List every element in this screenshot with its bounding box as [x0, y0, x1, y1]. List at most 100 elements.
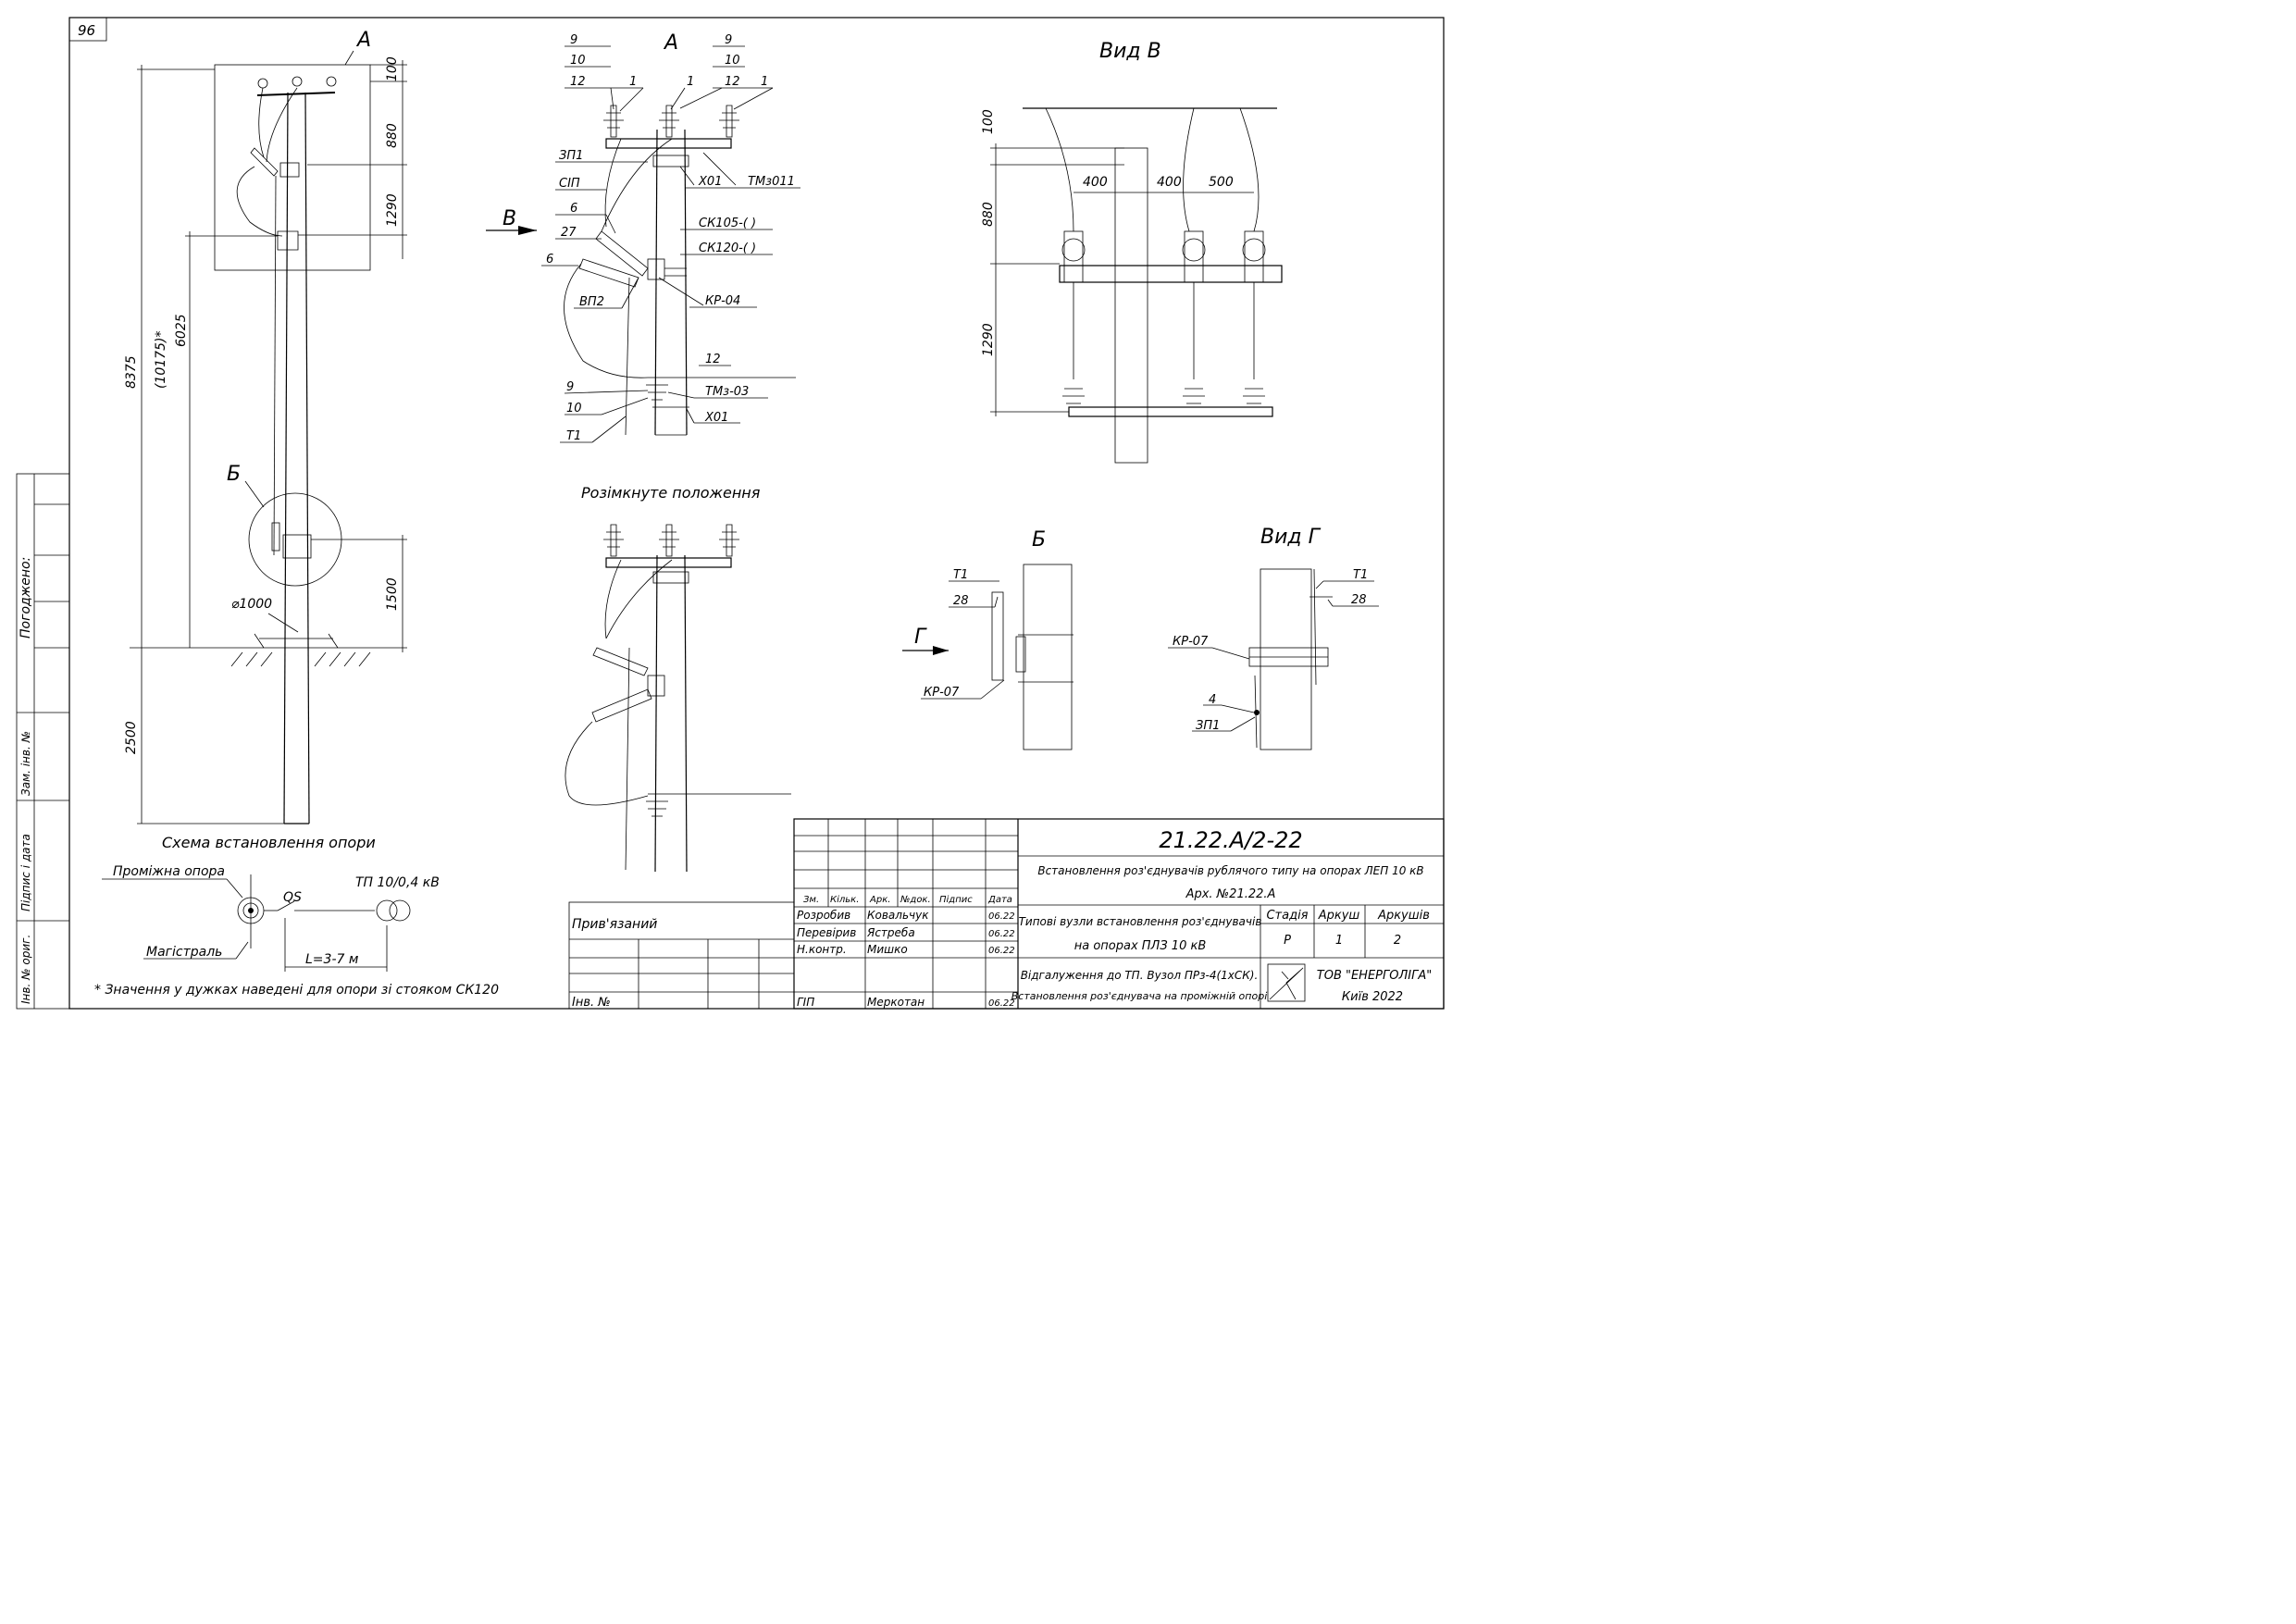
pole-left-edge [283, 92, 289, 824]
label-1-right: 1 [761, 75, 768, 89]
open-position-title: Розімкнуте положення [581, 484, 761, 502]
date-4: 06.22 [988, 998, 1015, 1009]
doc-code: 21.22.А/2-22 [1159, 827, 1302, 853]
label-10-left: 10 [570, 54, 586, 68]
view-b-label-kr07: КР-07 [924, 686, 960, 700]
view-g-label-28: 28 [1351, 593, 1367, 607]
label-x01-low: Х01 [704, 411, 728, 425]
open-position-view: Розімкнуте положення [565, 484, 791, 873]
label-tmz03: ТМз-03 [705, 385, 749, 399]
label-sip: СІП [559, 177, 580, 191]
label-x01-top: Х01 [698, 175, 722, 189]
crossarm [256, 92, 336, 96]
name-3: Мишко [867, 943, 908, 956]
replaced-inv-label: Зам. інв. № [19, 731, 32, 796]
label-27: 27 [561, 226, 577, 240]
label-kr04: КР-04 [705, 294, 740, 308]
label-1-center: 1 [687, 75, 694, 89]
role-2: Перевірив [797, 926, 856, 939]
sign-date-label: Підпис і дата [19, 834, 32, 911]
label-1-left: 1 [629, 75, 637, 89]
dim-1500: 1500 [385, 577, 400, 611]
label-12-left: 12 [570, 75, 586, 89]
dim-10175: (10175)* [154, 331, 168, 389]
intermediate-pole-label: Проміжна опора [113, 864, 225, 879]
tp-label: ТП 10/0,4 кВ [355, 875, 440, 890]
view-b-label-t1: Т1 [953, 568, 968, 582]
approved-label: Погоджено: [19, 557, 33, 638]
drawing-svg: 9 6 Погоджено: Зам. інв. № Підпис і дата … [16, 17, 1445, 1010]
city-year: Київ 2022 [1342, 990, 1403, 1004]
view-g-label-t1: Т1 [1353, 568, 1368, 582]
view-b-label-28: 28 [953, 594, 969, 608]
view-v-dim-1290: 1290 [981, 323, 996, 356]
label-t1: Т1 [566, 429, 581, 443]
scheme-title: Схема встановлення опори [162, 834, 376, 851]
arrow-g-label: Г [914, 626, 927, 649]
view-v: Вид В 100 880 1290 400 400 500 [981, 40, 1283, 464]
role-3: Н.контр. [797, 943, 847, 956]
date-1: 06.22 [988, 911, 1015, 922]
label-12-right: 12 [725, 75, 740, 89]
sheets-header: Аркушів [1377, 909, 1430, 923]
dim-100: 100 [385, 56, 400, 81]
header-ark: Арк. [869, 895, 890, 905]
view-v-dim-400a: 400 [1083, 175, 1108, 190]
label-zp1: ЗП1 [559, 149, 583, 163]
frame-border [68, 17, 1445, 1010]
stage-header: Стадія [1266, 909, 1308, 923]
header-zm: Зм. [803, 895, 819, 905]
length-label: L=3-7 м [305, 952, 359, 967]
installation-scheme: Схема встановлення опори Проміжна опора … [94, 834, 499, 998]
dim-8375: 8375 [124, 355, 139, 389]
sheet-title-1: Відгалуження до ТП. Вузол ПРз-4(1хСК). [1021, 969, 1259, 982]
attached-block [568, 901, 795, 1010]
company-logo [1267, 963, 1306, 1002]
pole-right-edge [304, 92, 310, 824]
dim-diameter: ⌀1000 [231, 597, 272, 612]
view-a: А 9 10 [486, 31, 800, 443]
main-line-label: Магістраль [146, 945, 222, 960]
dim-880: 880 [385, 123, 400, 148]
label-9-left: 9 [570, 33, 577, 47]
view-g-label-kr07: КР-07 [1173, 635, 1209, 649]
inv-label: Інв. № [572, 996, 611, 1010]
drawing-sheet: { "sheet_number": "96", "left_strip": {"… [0, 0, 1451, 1026]
qs-label: QS [283, 890, 302, 905]
role-1: Розробив [797, 909, 850, 922]
name-4: Меркотан [867, 996, 925, 1009]
role-4: ГІП [797, 996, 814, 1009]
pole-scheme: А 100 880 1290 8375 (10175)* 6025 Б [124, 29, 407, 824]
view-g: Вид Г Т1 28 КР-07 4 ЗП1 [1168, 526, 1379, 750]
dim-1290: 1290 [385, 193, 400, 227]
label-tmz011: ТМз011 [748, 175, 795, 189]
sheets-value: 2 [1394, 934, 1401, 948]
callout-a: А [355, 29, 371, 52]
label-vp2: ВП2 [579, 295, 604, 309]
sheet-header: Аркуш [1318, 909, 1360, 923]
title-block: Прив'язаний Інв. № 21.22.А/2-22 Встановл… [568, 818, 1445, 1010]
view-v-dim-100: 100 [981, 109, 996, 134]
orig-inv-label: Інв. № ориг. [19, 935, 32, 1004]
sheet-number-box [68, 17, 107, 42]
arrow-b-label: В [503, 207, 516, 230]
view-v-crossarm [1059, 265, 1283, 283]
date-3: 06.22 [988, 946, 1015, 956]
left-strip: Погоджено: Зам. інв. № Підпис і дата Інв… [16, 473, 70, 1010]
view-v-title: Вид В [1099, 40, 1161, 63]
view-v-dim-400b: 400 [1157, 175, 1182, 190]
view-a-crossarm [605, 138, 732, 149]
dim-2500: 2500 [124, 721, 139, 754]
label-sk105: СК105-( ) [699, 217, 756, 230]
qs-switch [277, 900, 295, 911]
header-pidpys: Підпис [939, 894, 973, 905]
label-10-right: 10 [725, 54, 740, 68]
sheet-title-2: Встановлення роз'єднувача на проміжній о… [1011, 990, 1268, 1002]
dim-6025: 6025 [174, 314, 189, 347]
sheet-value: 1 [1335, 934, 1343, 948]
stage-value: Р [1284, 934, 1291, 948]
attached-label: Прив'язаний [572, 917, 657, 932]
label-6-top: 6 [570, 202, 577, 216]
label-9-low: 9 [566, 380, 574, 394]
label-10-low: 10 [566, 402, 582, 415]
